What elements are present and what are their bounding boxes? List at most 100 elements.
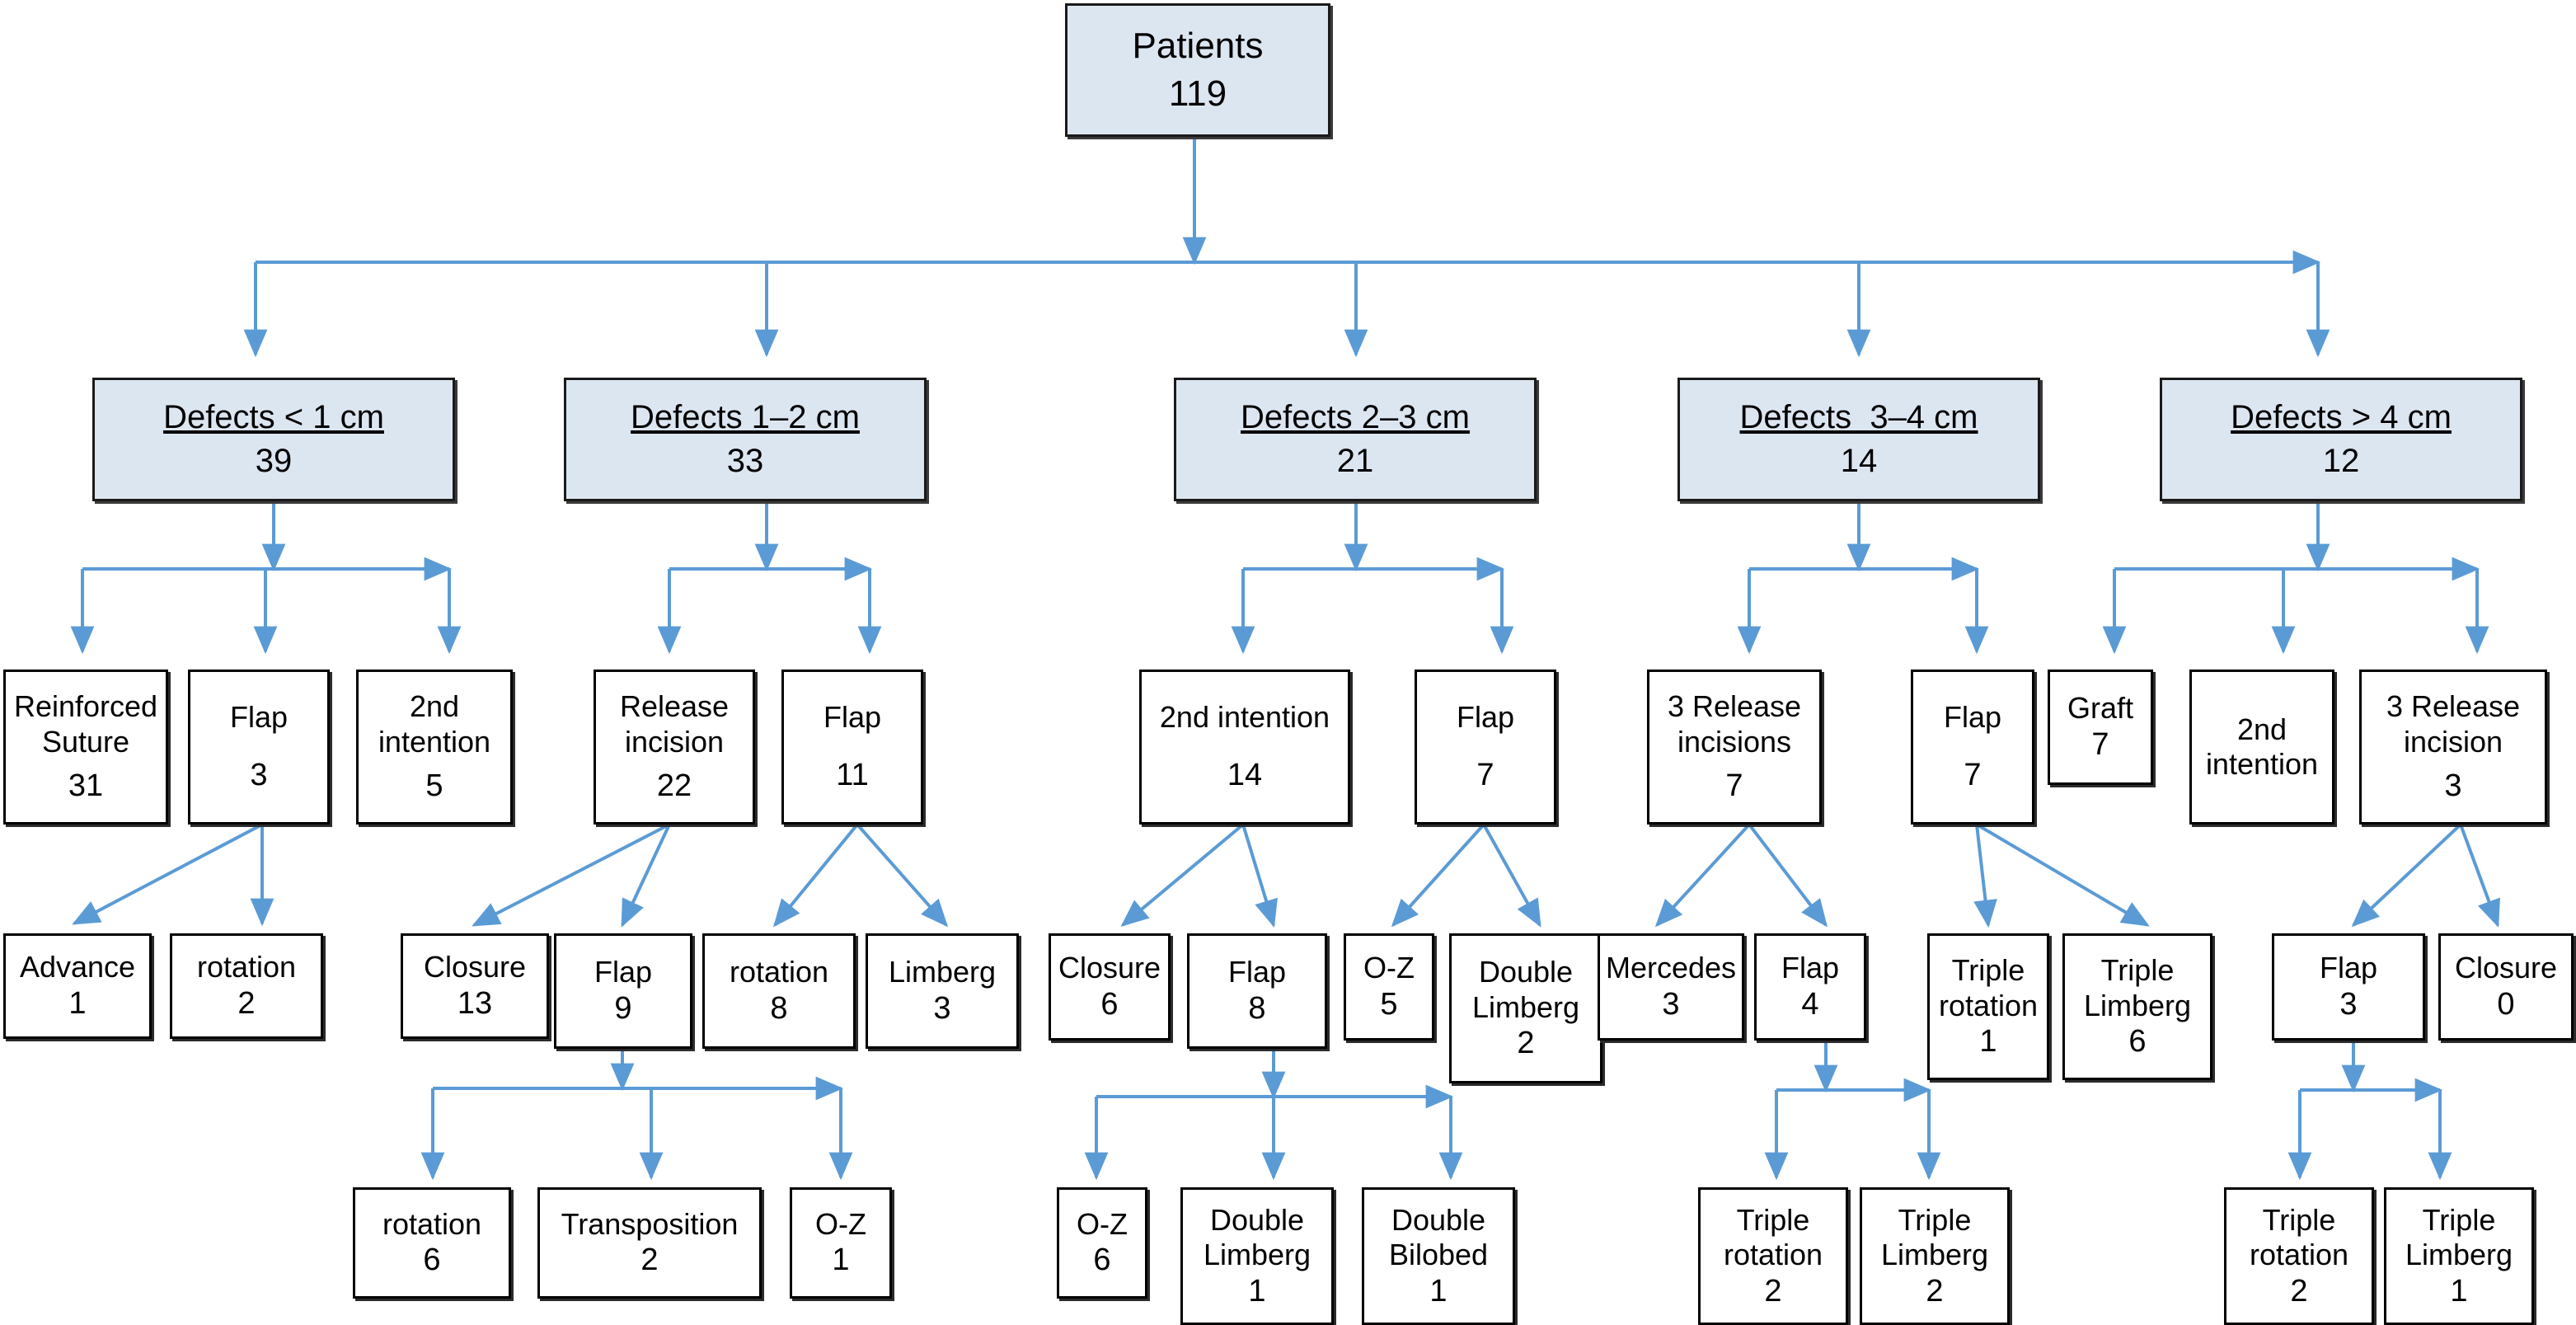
node-2nd-intention-f[interactable]: 2nd intention — [2189, 670, 2334, 825]
node-triple-rotation-f[interactable]: Triple rotation 2 — [2224, 1187, 2374, 1325]
node-flap-c-label: Flap — [1456, 700, 1515, 735]
node-release-incision[interactable]: Release incision 22 — [594, 670, 755, 825]
node-flap-e-sub-label: Flap — [1781, 951, 1840, 985]
node-flap-e-sub-value: 4 — [1801, 986, 1819, 1022]
node-rotation-b-label: rotation — [729, 955, 829, 989]
node-double-bilobed-label: Double Bilobed — [1388, 1202, 1489, 1272]
node-closure-b-label: Closure — [423, 950, 527, 984]
node-triple-rotation-e-sub[interactable]: Triple rotation 2 — [1698, 1187, 1848, 1325]
node-defects-2-3cm[interactable]: Defects 2–3 cm 21 — [1174, 378, 1537, 501]
node-double-limberg-c-label: Double Limberg — [1471, 955, 1580, 1024]
node-double-limberg-c-value: 2 — [1517, 1026, 1535, 1061]
node-rotation-b-value: 8 — [770, 990, 788, 1026]
node-triple-rotation-e-sub-value: 2 — [1764, 1273, 1782, 1309]
node-defects-gt-4cm-label: Defects > 4 cm — [2231, 398, 2452, 435]
node-triple-rotation-e-label: Triple rotation — [1938, 953, 2039, 1022]
node-advance-value: 1 — [68, 985, 87, 1021]
node-defects-1-2cm-label: Defects 1–2 cm — [631, 398, 860, 435]
node-3-release-incision-f[interactable]: 3 Release incision 3 — [2359, 670, 2547, 825]
node-closure-b-value: 13 — [457, 985, 493, 1021]
node-flap-f-label: Flap — [2319, 951, 2378, 985]
node-closure-b[interactable]: Closure 13 — [401, 933, 549, 1039]
node-flap-a-value: 3 — [250, 757, 268, 792]
node-rotation-b-sub[interactable]: rotation 6 — [353, 1187, 511, 1299]
node-defects-3-4cm-value: 14 — [1840, 443, 1878, 479]
node-advance-label: Advance — [19, 950, 136, 984]
node-closure-f-value: 0 — [2497, 986, 2515, 1022]
node-triple-limberg-e[interactable]: Triple Limberg 6 — [2062, 933, 2212, 1080]
node-triple-rotation-f-value: 2 — [2290, 1273, 2308, 1309]
node-defects-3-4cm[interactable]: Defects 3–4 cm 14 — [1677, 378, 2040, 501]
node-release-incision-value: 22 — [656, 768, 692, 804]
node-3-release-incisions-label: 3 Release incisions — [1667, 689, 1802, 759]
node-triple-rotation-e[interactable]: Triple rotation 1 — [1927, 933, 2049, 1080]
node-3-release-incisions[interactable]: 3 Release incisions 7 — [1647, 670, 1822, 825]
node-transposition[interactable]: Transposition 2 — [537, 1187, 762, 1299]
node-oz-c-sub-label: O-Z — [1077, 1206, 1128, 1241]
node-flap-c-sub[interactable]: Flap 8 — [1187, 933, 1327, 1049]
node-flap-e-label: Flap — [1943, 700, 2002, 735]
node-oz-c-sub-value: 6 — [1093, 1243, 1111, 1278]
node-defects-1-2cm[interactable]: Defects 1–2 cm 33 — [564, 378, 927, 501]
node-patients[interactable]: Patients 119 — [1065, 3, 1330, 137]
node-double-bilobed[interactable]: Double Bilobed 1 — [1362, 1187, 1515, 1325]
node-closure-c[interactable]: Closure 6 — [1049, 933, 1171, 1041]
node-transposition-label: Transposition — [561, 1206, 739, 1241]
node-oz-b-label: O-Z — [815, 1206, 866, 1241]
node-flap-c[interactable]: Flap 7 — [1415, 670, 1556, 825]
node-defects-2-3cm-label: Defects 2–3 cm — [1241, 398, 1470, 435]
node-triple-rotation-e-value: 1 — [1979, 1024, 1997, 1060]
node-mercedes[interactable]: Mercedes 3 — [1598, 933, 1744, 1041]
node-reinforced-suture[interactable]: Reinforced Suture 31 — [3, 670, 168, 825]
node-mercedes-value: 3 — [1662, 986, 1680, 1022]
node-2nd-intention-a[interactable]: 2nd intention 5 — [356, 670, 513, 825]
node-graft[interactable]: Graft 7 — [2048, 670, 2153, 785]
node-rotation-a[interactable]: rotation 2 — [170, 933, 323, 1039]
node-triple-limberg-e-label: Triple Limberg — [2083, 953, 2192, 1022]
node-3-release-incision-f-value: 3 — [2444, 768, 2462, 804]
node-rotation-b[interactable]: rotation 8 — [702, 933, 856, 1049]
node-2nd-intention-c-value: 14 — [1227, 757, 1263, 792]
node-double-limberg-c-sub[interactable]: Double Limberg 1 — [1180, 1187, 1334, 1325]
node-oz-c-label: O-Z — [1363, 951, 1415, 985]
node-patients-label: Patients — [1132, 26, 1264, 67]
node-flap-c-sub-value: 8 — [1248, 990, 1266, 1026]
node-2nd-intention-f-label: 2nd intention — [2205, 712, 2319, 781]
node-defects-lt-1cm[interactable]: Defects < 1 cm 39 — [92, 378, 455, 501]
node-oz-b[interactable]: O-Z 1 — [790, 1187, 892, 1299]
node-flap-e[interactable]: Flap 7 — [1911, 670, 2034, 825]
node-flap-b-sub[interactable]: Flap 9 — [554, 933, 692, 1049]
node-flap-c-sub-label: Flap — [1227, 955, 1287, 989]
node-defects-gt-4cm[interactable]: Defects > 4 cm 12 — [2160, 378, 2522, 501]
node-defects-lt-1cm-value: 39 — [255, 443, 293, 479]
node-limberg-b-value: 3 — [933, 990, 951, 1026]
node-rotation-a-label: rotation — [196, 950, 297, 984]
node-rotation-b-sub-label: rotation — [382, 1206, 482, 1241]
node-triple-limberg-f-label: Triple Limberg — [2405, 1202, 2513, 1272]
node-defects-2-3cm-value: 21 — [1336, 443, 1374, 479]
node-defects-lt-1cm-label: Defects < 1 cm — [163, 398, 384, 435]
node-flap-b[interactable]: Flap 11 — [781, 670, 923, 825]
node-advance[interactable]: Advance 1 — [3, 933, 152, 1039]
node-2nd-intention-c-label: 2nd intention — [1159, 700, 1330, 735]
node-flap-b-label: Flap — [823, 700, 882, 735]
node-triple-limberg-f[interactable]: Triple Limberg 1 — [2384, 1187, 2534, 1325]
node-double-limberg-c-sub-value: 1 — [1248, 1273, 1266, 1309]
node-flap-e-sub[interactable]: Flap 4 — [1754, 933, 1866, 1041]
node-triple-limberg-e-sub[interactable]: Triple Limberg 2 — [1860, 1187, 2010, 1325]
node-triple-rotation-f-label: Triple rotation — [2249, 1202, 2349, 1272]
node-flap-f-value: 3 — [2339, 986, 2358, 1022]
node-closure-f[interactable]: Closure 0 — [2438, 933, 2574, 1041]
node-double-limberg-c[interactable]: Double Limberg 2 — [1449, 933, 1602, 1083]
node-2nd-intention-a-value: 5 — [425, 768, 443, 804]
node-oz-c-sub[interactable]: O-Z 6 — [1057, 1187, 1147, 1299]
node-flap-a[interactable]: Flap 3 — [188, 670, 330, 825]
node-triple-limberg-e-sub-label: Triple Limberg — [1880, 1202, 1989, 1272]
node-mercedes-label: Mercedes — [1605, 951, 1737, 985]
node-limberg-b[interactable]: Limberg 3 — [866, 933, 1019, 1049]
node-3-release-incisions-value: 7 — [1725, 768, 1743, 804]
node-2nd-intention-c[interactable]: 2nd intention 14 — [1139, 670, 1350, 825]
node-oz-c[interactable]: O-Z 5 — [1344, 933, 1434, 1041]
node-flap-f[interactable]: Flap 3 — [2272, 933, 2425, 1041]
